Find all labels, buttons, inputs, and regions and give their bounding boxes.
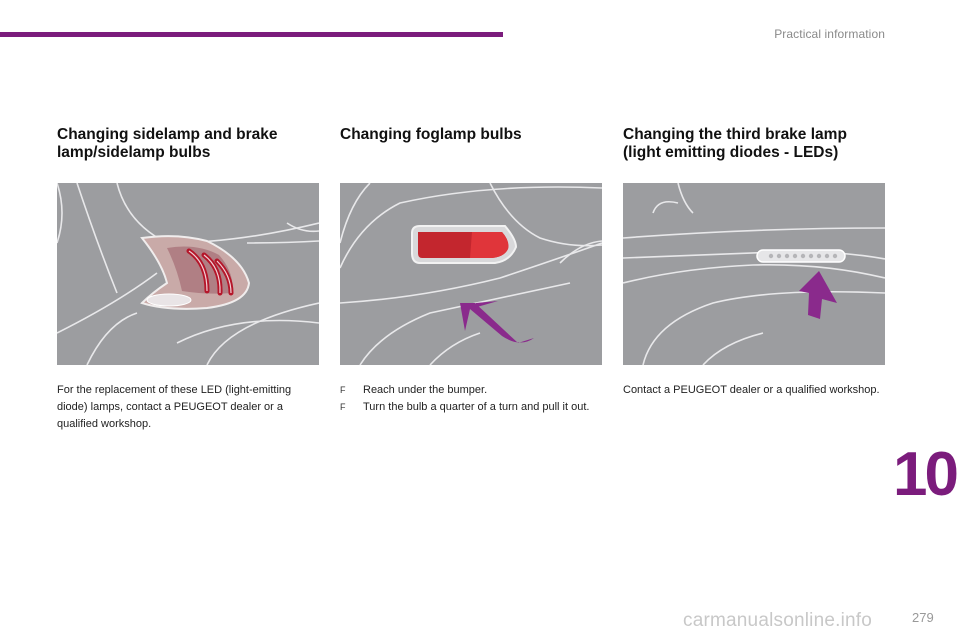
section-title: Changing the third brake lamp (light emi… — [623, 126, 847, 161]
section-foglamp: Changing foglamp bulbs — [340, 126, 602, 144]
watermark: carmanualsonline.info — [683, 610, 873, 631]
pointer-arrow-icon — [460, 301, 534, 343]
section-header: Practical information — [774, 27, 885, 41]
section-body: For the replacement of these LED (light-… — [57, 382, 319, 433]
section-sidelamp: Changing sidelamp and brake lamp/sidelam… — [57, 126, 319, 162]
bullet-marker: F — [340, 402, 346, 412]
foglamp-illustration — [340, 183, 602, 365]
chapter-number: 10 — [893, 440, 959, 509]
page-number: 279 — [912, 610, 934, 625]
bullet-marker: F — [340, 385, 346, 395]
section-body: Contact a PEUGEOT dealer or a qualified … — [623, 382, 885, 399]
section-third-brake-lamp: Changing the third brake lamp (light emi… — [623, 126, 885, 162]
body-paragraph: Contact a PEUGEOT dealer or a qualified … — [623, 384, 880, 396]
header-accent-bar — [0, 32, 503, 37]
body-paragraph: For the replacement of these LED (light-… — [57, 384, 292, 430]
pointer-arrow-icon — [799, 271, 837, 319]
third-brake-lamp-illustration — [623, 183, 885, 365]
rear-lamp-illustration — [57, 183, 319, 365]
section-title: Changing foglamp bulbs — [340, 126, 522, 143]
section-title: Changing sidelamp and brake lamp/sidelam… — [57, 126, 278, 161]
